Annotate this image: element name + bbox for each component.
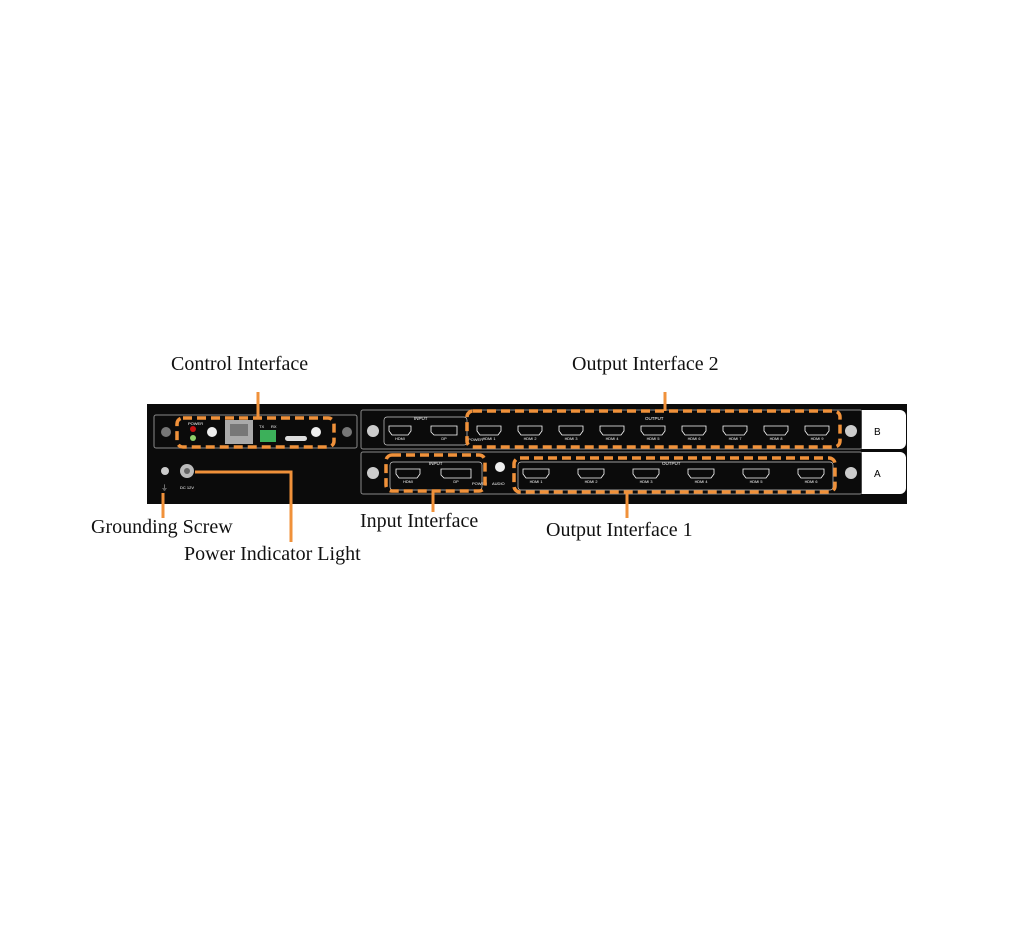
power-label: POWER — [188, 421, 203, 426]
card-b-output-8-label: HDMI 8 — [770, 437, 783, 441]
card-b-label: B — [874, 427, 881, 438]
card-a-output-2-port — [577, 468, 605, 479]
power-led-green — [190, 435, 196, 441]
card-b-input-dp-label: DP — [441, 437, 447, 441]
screw-icon — [367, 467, 379, 479]
card-b-output-3-label: HDMI 3 — [565, 437, 578, 441]
button-icon[interactable] — [311, 427, 321, 437]
card-b-input-title: INPUT — [414, 416, 428, 421]
card-a-output-2-label: HDMI 2 — [585, 480, 598, 484]
audio-label: AUDIO — [492, 481, 505, 486]
output-interface-2-highlight — [465, 409, 842, 449]
card-a-output-title: OUTPUT — [662, 461, 681, 466]
screw-icon — [161, 427, 171, 437]
tx-label: TX — [259, 424, 264, 429]
card-a-input-hdmi-label: HDMI — [403, 480, 413, 484]
card-b-output-2-label: HDMI 2 — [524, 437, 537, 441]
screw-icon — [845, 467, 857, 479]
card-b-output-5-port — [640, 425, 666, 436]
button-icon[interactable] — [207, 427, 217, 437]
card-a-label: A — [874, 469, 881, 480]
card-b-input-dp-port — [430, 425, 458, 436]
card-b-output-7-port — [722, 425, 748, 436]
card-a-input-title: INPUT — [429, 461, 443, 466]
card-a-output-3-port — [632, 468, 660, 479]
card-a-output-4-port — [687, 468, 715, 479]
power-indicator-leader — [195, 470, 293, 542]
output-interface-1-label: Output Interface 1 — [546, 519, 693, 541]
card-b-output-4-label: HDMI 4 — [606, 437, 619, 441]
card-b-output-3-port — [558, 425, 584, 436]
audio-jack — [495, 462, 505, 472]
card-b-output-4-port — [599, 425, 625, 436]
card-a-output-4-label: HDMI 4 — [695, 480, 708, 484]
ground-symbol-icon: ⏚ — [161, 484, 168, 492]
card-b-output-7-label: HDMI 7 — [729, 437, 742, 441]
serial-terminal — [260, 430, 276, 442]
rx-label: RX — [271, 424, 277, 429]
power-indicator-light-label: Power Indicator Light — [184, 543, 361, 565]
grounding-screw-label: Grounding Screw — [91, 516, 233, 538]
control-interface-label: Control Interface — [171, 353, 309, 375]
card-b-tab — [862, 410, 906, 449]
card-a-power-label: POWER — [472, 481, 487, 486]
card-a-output-1-label: HDMI 1 — [530, 480, 543, 484]
card-b-power-label: POWER — [468, 437, 483, 442]
card-b-output-6-label: HDMI 6 — [688, 437, 701, 441]
card-a-output-1-port — [522, 468, 550, 479]
output-interface-2-label: Output Interface 2 — [572, 353, 719, 375]
card-a-input-dp-label: DP — [453, 480, 459, 484]
card-b-input-hdmi-label: HDMI — [395, 437, 405, 441]
screw-icon — [367, 425, 379, 437]
card-a-input-hdmi-port — [395, 468, 421, 479]
card-b-output-5-label: HDMI 5 — [647, 437, 660, 441]
power-led-red — [190, 426, 196, 432]
card-a-output-3-label: HDMI 3 — [640, 480, 653, 484]
card-b-output-9-label: HDMI 9 — [811, 437, 824, 441]
card-a-output-6-label: HDMI 6 — [805, 480, 818, 484]
card-a-output-6-port — [797, 468, 825, 479]
input-interface-label: Input Interface — [360, 510, 479, 532]
power-jack-label: DC 12V — [180, 485, 194, 490]
usb-port — [285, 436, 307, 441]
control-interface-highlight — [175, 416, 336, 449]
card-a-tab — [862, 452, 906, 494]
card-b-output-9-port — [804, 425, 830, 436]
card-b — [360, 409, 863, 450]
card-b-output-2-port — [517, 425, 543, 436]
grounding-screw — [161, 467, 169, 475]
card-b-output-1-port — [476, 425, 502, 436]
card-b-output-title: OUTPUT — [645, 416, 664, 421]
screw-icon — [342, 427, 352, 437]
screw-icon — [845, 425, 857, 437]
card-b-output-8-port — [763, 425, 789, 436]
card-a-output-5-label: HDMI 5 — [750, 480, 763, 484]
input-interface-highlight — [384, 453, 487, 493]
output-interface-1-highlight — [512, 456, 837, 494]
card-b-input-hdmi-port — [388, 425, 412, 436]
card-a-input-dp-port — [440, 468, 472, 479]
card-b-output-1-label: HDMI 1 — [483, 437, 496, 441]
card-b-output-6-port — [681, 425, 707, 436]
card-a-output-5-port — [742, 468, 770, 479]
